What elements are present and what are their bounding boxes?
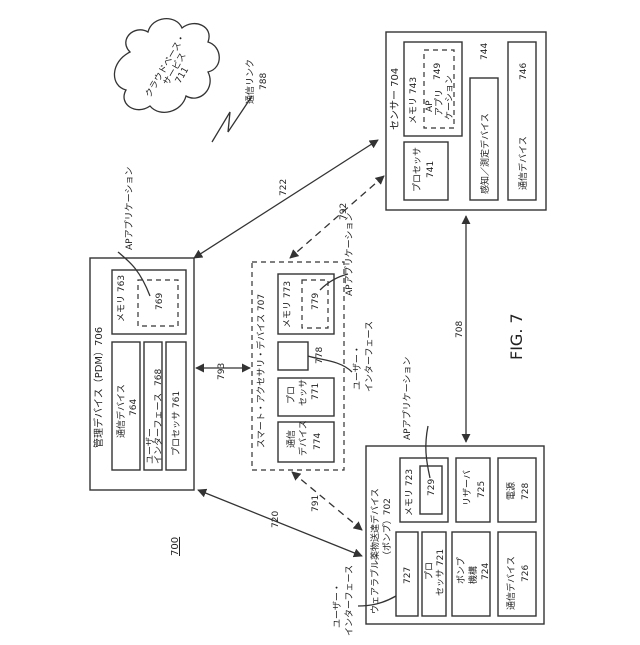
smart-processor-l2: セッサ [298,379,309,406]
smart-comm-l1: 通信 [285,430,297,448]
pump-power-label: 電源 [506,482,517,500]
pump-title-1: ウェアラブル薬物送達デバイス [369,488,381,614]
pump-ui-label-2: インターフェース [344,565,355,636]
sensor-ap-line2: アプリ [434,89,445,116]
pdm-706: 管理デバイス（PDM）706 通信デバイス 通信デバイス 764 ユーザー イン… [90,167,194,490]
figure-caption: FIG. 7 [507,313,526,360]
smart-app-ref: 779 [311,293,321,310]
pdm-memory-label: メモリ 763 [117,275,127,322]
sensor-ref-744: 744 [480,43,490,60]
smart-comm-l2: デバイス [297,420,309,456]
smart-ap-label: APアプリケーション [344,213,355,296]
pdm-comm-ref-num: 764 [129,399,139,416]
pump-comm-ref: 726 [521,565,531,582]
pump-reservoir-ref: 725 [477,481,487,498]
link-792-arrow [290,176,384,258]
pump-mechanism-l1: ポンプ [456,557,467,584]
smart-778-box [278,342,308,370]
smart-ref-778: 778 [315,347,325,364]
link-722-label: 722 [279,179,289,196]
pump-702: ウェアラブル薬物送達デバイス （ポンプ）702 メモリ 723 729 APアプ… [332,357,544,636]
pump-ap-label: APアプリケーション [402,357,413,440]
pdm-ui-ref: 768 [154,369,164,386]
smart-ui-label-1: ユーザー・ [352,345,363,390]
pump-reservoir-label: リザーバ [462,470,473,506]
sensor-ap-line3: ケーション [444,75,455,120]
smart-processor-ref: 771 [311,383,321,400]
sensor-memory-label: メモリ 743 [409,77,419,124]
link-708-label: 708 [455,321,465,338]
link-720-label: 720 [271,511,281,528]
pump-ui-label-1: ユーザー・ [332,583,343,628]
smart-memory-label: メモリ 773 [283,281,293,328]
link-792-label: 792 [339,203,349,220]
pump-processor-l2: セッサ 721 [435,549,446,596]
link-788-label: 通信リンク [244,59,256,104]
sensor-title: センサー 704 [389,68,401,130]
smart-ui-label-2: インターフェース [364,321,375,392]
smart-title: スマート・アクセサリ・デバイス 707 [255,294,267,448]
pdm-comm-label: 通信デバイス [115,384,127,438]
sensor-ref-746: 746 [519,63,529,80]
sensor-ap-ref: 749 [433,63,443,80]
sensor-ap-line1: AP [425,100,435,112]
pump-mechanism-ref: 724 [481,563,491,580]
pdm-processor-label: プロセッサ 761 [171,391,182,456]
cloud-service: クラウドベース・ サービス 711 [114,19,219,113]
link-791-label: 791 [311,495,321,512]
pump-app-ref: 729 [427,479,437,496]
pdm-ap-label: APアプリケーション [124,167,135,250]
sensor-comm-label: 通信デバイス [517,136,529,190]
sensor-processor-label: プロセッサ [412,147,423,192]
pdm-title: 管理デバイス（PDM）706 [92,327,105,448]
link-793-label: 793 [217,363,227,380]
pump-title-2: （ポンプ）702 [382,498,393,560]
smart-comm-ref: 774 [313,433,323,450]
pump-memory-label: メモリ 723 [405,469,415,516]
pdm-ui-label-2: インターフェース [153,393,164,464]
pump-mechanism-l2: 機構 [467,566,479,584]
pdm-app-ref: 769 [155,293,165,310]
pump-comm-label: 通信デバイス [505,556,517,610]
smart-accessory-707: スマート・アクセサリ・デバイス 707 メモリ 773 779 APアプリケーシ… [252,213,375,470]
figure-ref-700: 700 [170,537,181,556]
smart-processor-l1: プロ [286,386,297,404]
pump-ref-727: 727 [403,567,413,584]
pump-processor-l1: プロ [424,562,435,580]
sensor-704: センサー 704 プロセッサ 741 メモリ 743 AP アプリ ケーション … [386,32,546,210]
sensor-processor-ref: 741 [426,161,436,178]
pump-power-ref: 728 [521,483,531,500]
link-788-ref: 788 [259,73,269,90]
sensor-sensing-label: 感知／測定デバイス [479,113,491,194]
link-791-arrow [292,472,362,530]
